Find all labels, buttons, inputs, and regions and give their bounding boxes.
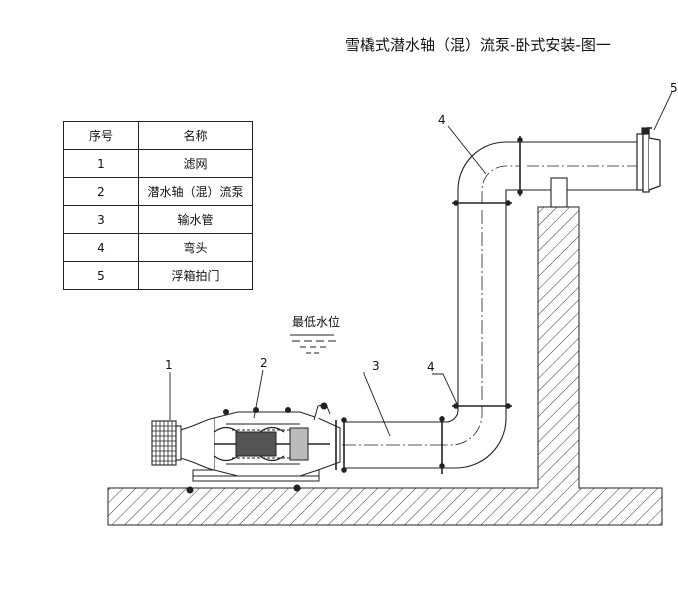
legend-row-name: 输水管 bbox=[138, 205, 253, 234]
legend-row: 1 滤网 bbox=[63, 149, 253, 178]
upper-elbow bbox=[457, 141, 520, 203]
legend-header-row: 序号 名称 bbox=[63, 121, 253, 150]
legend-row: 2 潜水轴（混）流泵 bbox=[63, 177, 253, 206]
callout-label-2: 2 bbox=[260, 356, 268, 370]
legend-row-no: 5 bbox=[63, 261, 139, 290]
callout-label-1: 1 bbox=[165, 358, 173, 372]
callout-label-5: 5 bbox=[670, 81, 678, 95]
ground-foundation bbox=[107, 206, 663, 526]
legend-row-no: 2 bbox=[63, 177, 139, 206]
strainer bbox=[151, 420, 182, 466]
legend-row: 5 浮箱拍门 bbox=[63, 261, 253, 290]
water-level-symbol bbox=[290, 334, 336, 354]
callout-label-4-lower: 4 bbox=[427, 360, 435, 374]
legend-row: 4 弯头 bbox=[63, 233, 253, 262]
legend-row-no: 3 bbox=[63, 205, 139, 234]
callout-label-4-upper: 4 bbox=[438, 113, 446, 127]
callout-leaders bbox=[169, 91, 673, 437]
legend-row-name: 潜水轴（混）流泵 bbox=[138, 177, 253, 206]
callout-label-3: 3 bbox=[372, 359, 380, 373]
lower-elbow bbox=[439, 406, 507, 474]
legend-row: 3 输水管 bbox=[63, 205, 253, 234]
vertical-riser-pipe bbox=[452, 200, 512, 409]
floating-flap-gate bbox=[636, 127, 661, 193]
legend-header-name: 名称 bbox=[138, 121, 253, 150]
legend-row-name: 弯头 bbox=[138, 233, 253, 262]
parts-legend-table: 序号 名称 1 滤网 2 潜水轴（混）流泵 3 输水管 4 弯头 5 浮箱拍门 bbox=[63, 121, 253, 290]
submersible-pump bbox=[179, 402, 341, 494]
drawing-title: 雪橇式潜水轴（混）流泵-卧式安装-图一 bbox=[345, 36, 611, 54]
water-level-label: 最低水位 bbox=[292, 314, 340, 329]
legend-row-name: 滤网 bbox=[138, 149, 253, 178]
legend-row-name: 浮箱拍门 bbox=[138, 261, 253, 290]
legend-header-no: 序号 bbox=[63, 121, 139, 150]
upper-discharge-pipe bbox=[517, 136, 640, 208]
legend-row-no: 1 bbox=[63, 149, 139, 178]
delivery-pipe bbox=[320, 417, 442, 473]
